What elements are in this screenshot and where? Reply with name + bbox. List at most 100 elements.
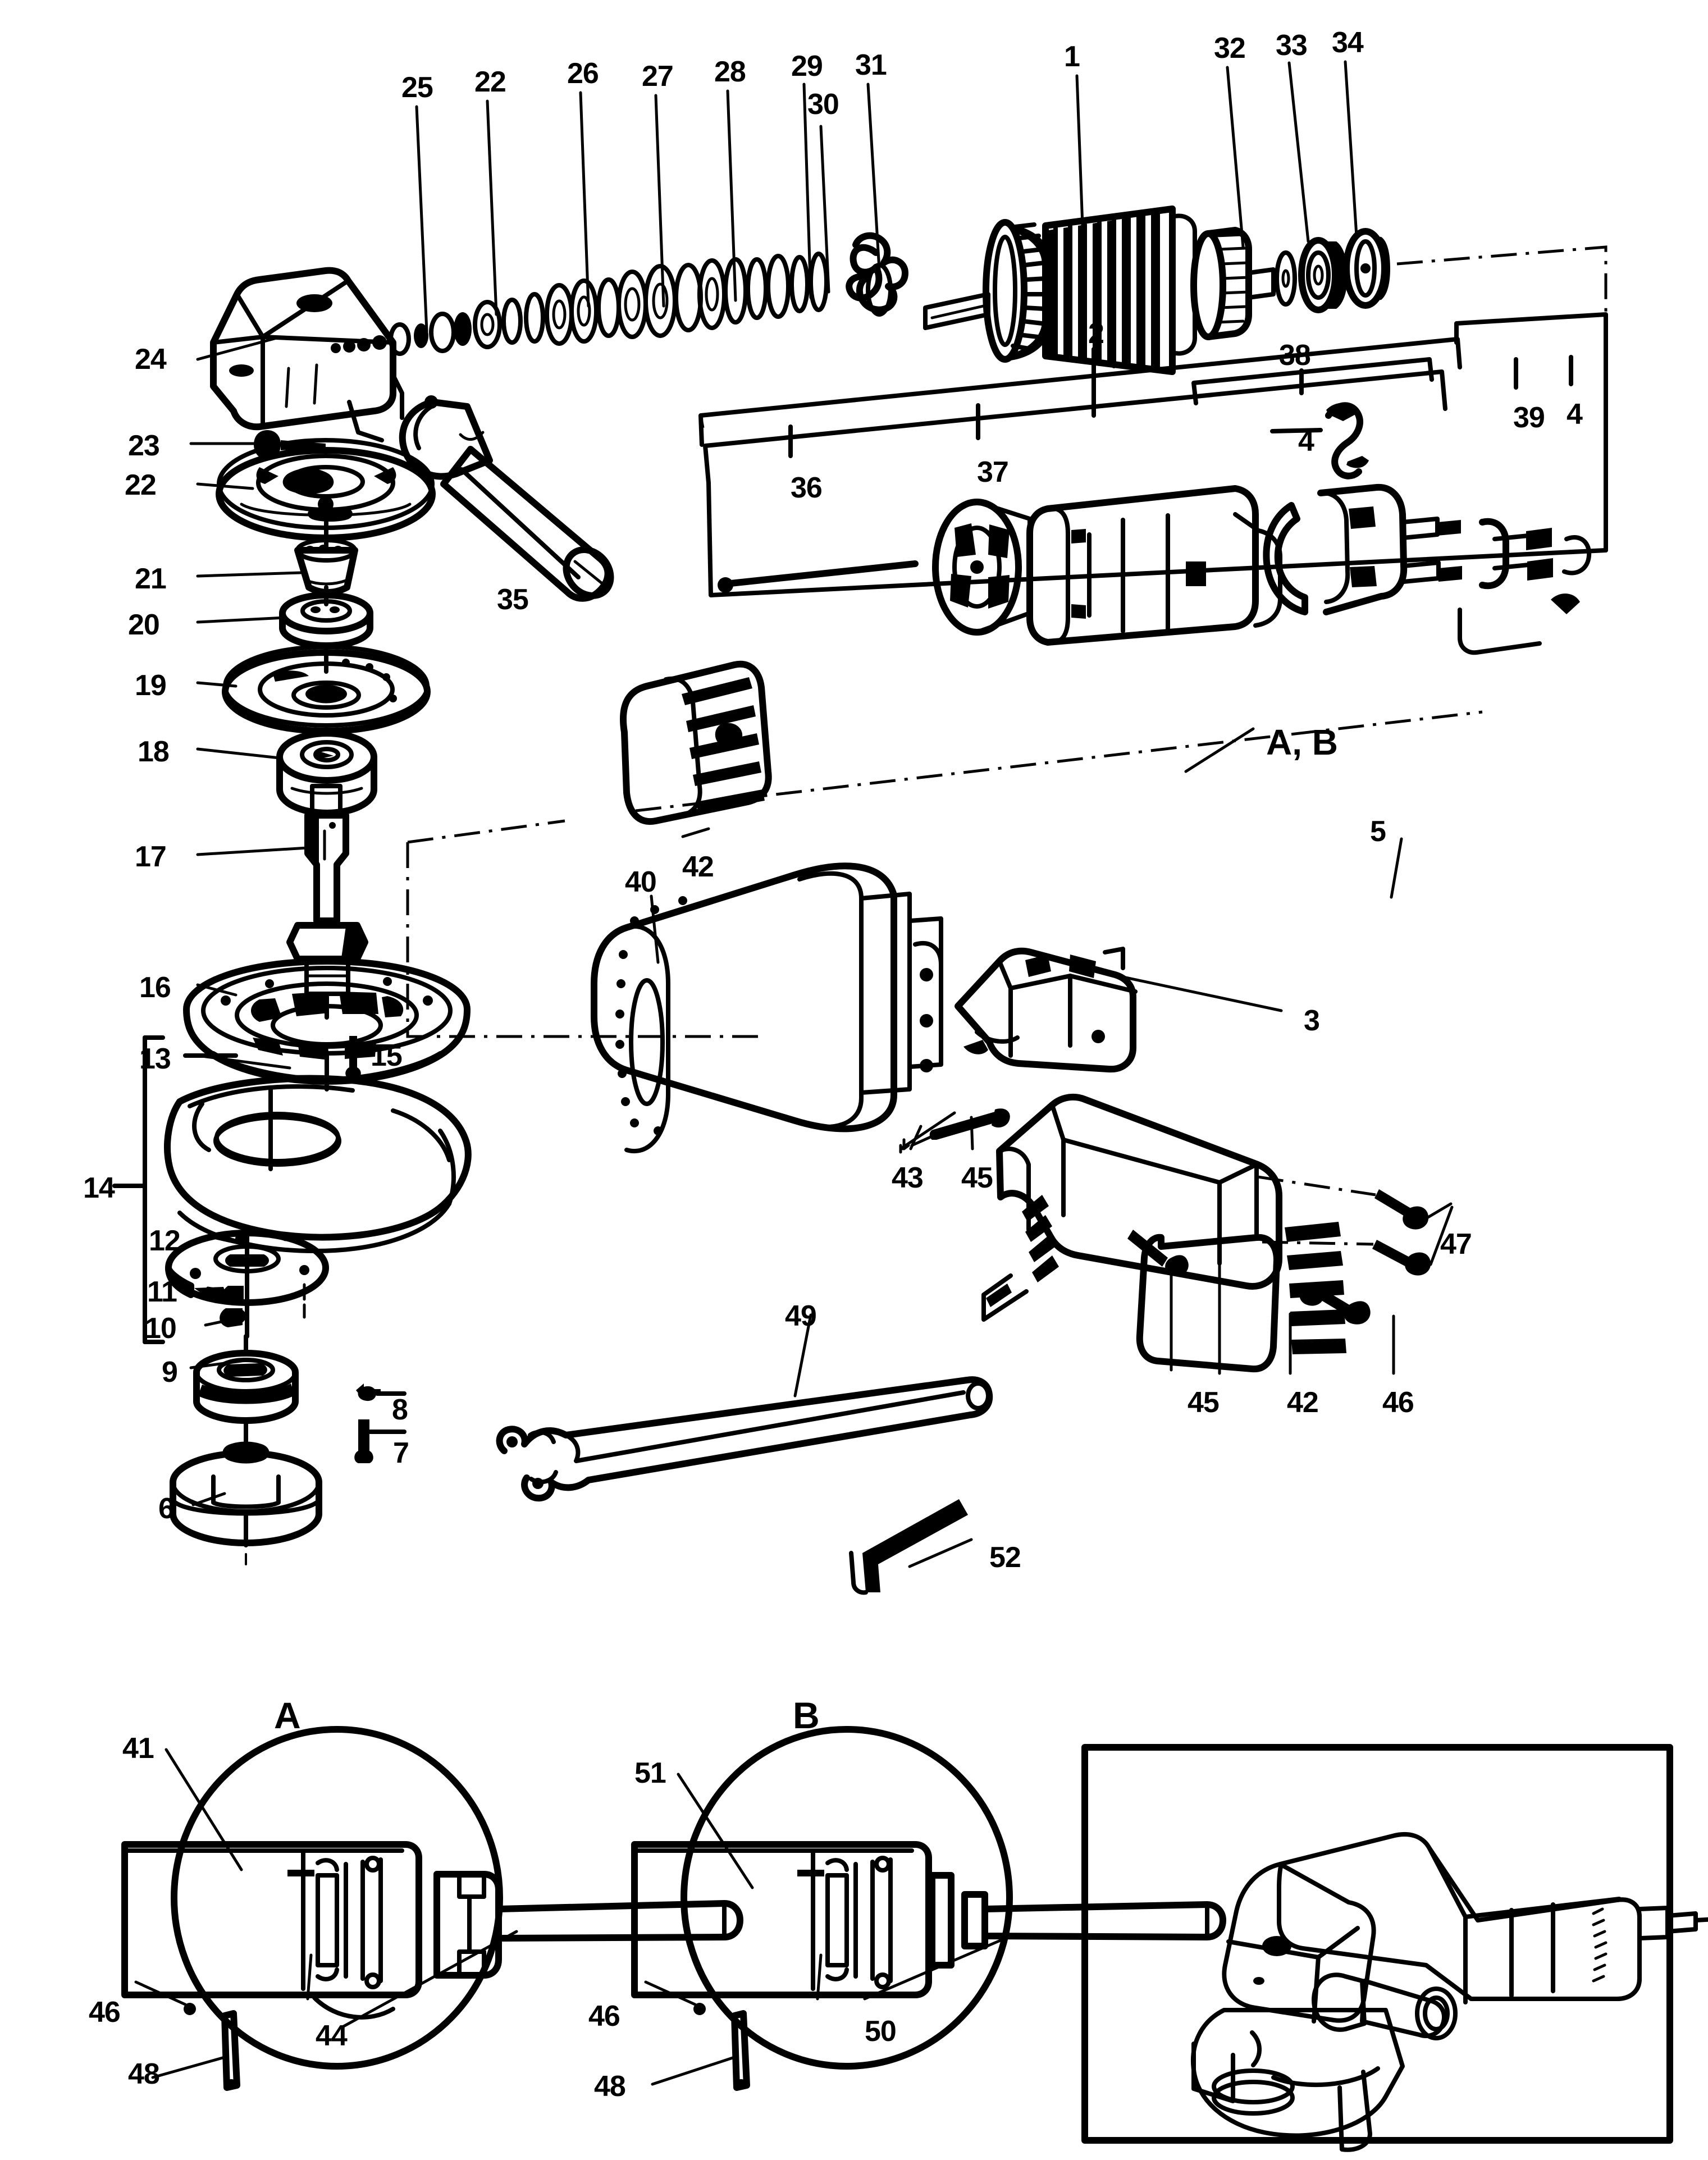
callout-number-39: 39 xyxy=(1513,401,1545,434)
callout-number-23: 23 xyxy=(128,430,160,462)
callout-number-49: 49 xyxy=(785,1300,817,1332)
callout-number-28: 28 xyxy=(714,56,746,88)
gearcase-40 xyxy=(591,862,943,1153)
callout-number-4: 4 xyxy=(1567,398,1583,431)
callout-number-15: 15 xyxy=(371,1040,403,1072)
armature-rotor xyxy=(923,206,1390,375)
callout-number-32: 32 xyxy=(1214,32,1246,65)
callout-number-42: 42 xyxy=(1287,1386,1319,1419)
callout-number-B: B xyxy=(793,1695,820,1736)
callout-number-50: 50 xyxy=(865,2015,897,2048)
plate-19 xyxy=(222,645,431,734)
outer-flange-6 xyxy=(170,1441,322,1565)
gear-head-housing xyxy=(210,267,404,442)
callout-number-10: 10 xyxy=(145,1312,177,1345)
pin-8 xyxy=(356,1383,407,1401)
bearing-18 xyxy=(276,730,377,816)
callout-number-47: 47 xyxy=(1440,1228,1472,1261)
field-case-2 xyxy=(1026,485,1282,646)
callout-number-24: 24 xyxy=(135,343,167,376)
callout-number-2: 2 xyxy=(1088,317,1104,350)
pinion-21 xyxy=(294,520,358,606)
callout-number-1: 1 xyxy=(1064,40,1080,73)
brush-bracket-38 xyxy=(1263,402,1592,655)
callout-number-26: 26 xyxy=(567,57,599,90)
callout-number-46: 46 xyxy=(588,2000,620,2033)
callout-number-41: 41 xyxy=(122,1732,154,1765)
callout-number-37: 37 xyxy=(977,456,1009,488)
screw-15 xyxy=(345,1036,395,1079)
callout-number-7: 7 xyxy=(393,1437,409,1469)
stator-assembly xyxy=(718,402,1592,655)
callout-number-48: 48 xyxy=(594,2070,626,2103)
callout-number-40: 40 xyxy=(625,866,657,898)
callout-number-34: 34 xyxy=(1332,26,1364,59)
callout-number-46: 46 xyxy=(1382,1386,1414,1419)
callout-number-44: 44 xyxy=(316,2020,348,2052)
callout-number-29: 29 xyxy=(791,50,823,83)
callout-number-21: 21 xyxy=(135,563,167,595)
baffle-37 xyxy=(932,499,1032,636)
callout-number-43: 43 xyxy=(892,1162,924,1194)
callout-number-36: 36 xyxy=(791,472,823,504)
mid-right-assembly xyxy=(406,660,1483,1375)
callout-number-33: 33 xyxy=(1276,29,1308,62)
callout-number-46: 46 xyxy=(89,1996,121,2029)
section-b-detail xyxy=(631,1726,1226,2091)
callout-number-42: 42 xyxy=(682,851,714,883)
bottom-cover-42 xyxy=(1127,1222,1395,1373)
callout-number-13: 13 xyxy=(139,1043,171,1075)
nut-11 xyxy=(222,1286,244,1303)
callout-number-8: 8 xyxy=(392,1394,408,1426)
callout-number-14: 14 xyxy=(83,1172,115,1204)
screw-7 xyxy=(354,1419,407,1463)
callout-number-22: 22 xyxy=(474,66,506,98)
fan-spider-part xyxy=(846,232,908,317)
callout-number-12: 12 xyxy=(149,1225,181,1257)
callout-number-11: 11 xyxy=(147,1276,177,1308)
inner-flange-12 xyxy=(165,1230,329,1339)
callout-number-4: 4 xyxy=(1298,425,1314,458)
callout-number-9: 9 xyxy=(162,1356,178,1389)
callout-number-38: 38 xyxy=(1279,339,1311,372)
callout-number-5: 5 xyxy=(1370,815,1386,848)
motor-group-frame xyxy=(698,245,1608,597)
nut-10 xyxy=(220,1308,246,1327)
leader-lines-left xyxy=(165,335,1403,1889)
screws-43-45 xyxy=(899,1108,1010,1154)
callout-number-31: 31 xyxy=(855,49,887,81)
callout-number-30: 30 xyxy=(807,88,839,121)
callout-number-AB: A, B xyxy=(1266,722,1338,762)
callout-number-45: 45 xyxy=(961,1162,993,1194)
callout-number-45: 45 xyxy=(1188,1386,1220,1419)
callout-number-51: 51 xyxy=(634,1757,666,1789)
shaft-hardware-row xyxy=(331,232,908,356)
callout-number-22: 22 xyxy=(125,469,157,501)
callout-number-27: 27 xyxy=(642,60,674,93)
callout-number-A: A xyxy=(274,1695,301,1736)
leader-lines-top xyxy=(415,60,1358,333)
callout-number-16: 16 xyxy=(139,971,171,1004)
side-handle-35 xyxy=(399,395,614,602)
callout-number-17: 17 xyxy=(135,841,167,873)
callout-number-3: 3 xyxy=(1304,1004,1320,1037)
hex-key-52 xyxy=(849,1499,973,1595)
switch-housing-3 xyxy=(955,947,1283,1073)
callout-number-6: 6 xyxy=(158,1492,175,1525)
callout-number-18: 18 xyxy=(138,736,170,768)
callout-number-35: 35 xyxy=(497,583,529,616)
callout-number-25: 25 xyxy=(401,71,433,104)
section-a-detail xyxy=(121,1726,743,2091)
callout-number-52: 52 xyxy=(989,1541,1021,1574)
callout-number-20: 20 xyxy=(128,609,160,641)
callout-number-48: 48 xyxy=(128,2058,160,2090)
assembled-angle-grinder xyxy=(1191,1832,1708,2152)
bearing-housing-16 xyxy=(183,958,471,1092)
handle-housing-47 xyxy=(981,1093,1454,1322)
brush-cover-42 xyxy=(619,660,772,825)
assembled-tool-inset xyxy=(1081,1744,1708,2152)
clamp-nut-9 xyxy=(193,1334,299,1446)
spanner-wrench-49 xyxy=(496,1376,993,1502)
